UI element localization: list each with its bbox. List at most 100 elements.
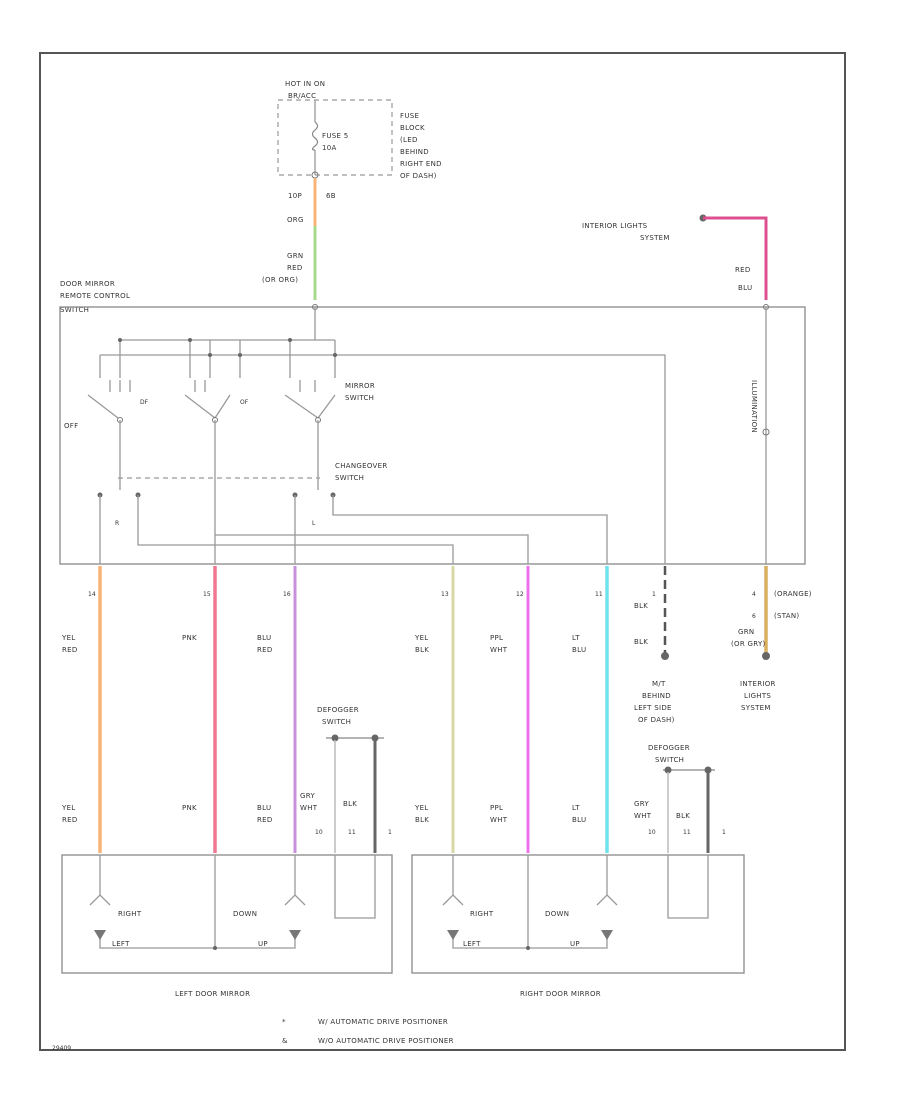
note-2-text: W/O AUTOMATIC DRIVE POSITIONER bbox=[318, 1037, 454, 1045]
wire-org-label: ORG bbox=[287, 216, 304, 224]
right-defog-blk: BLK bbox=[676, 812, 690, 820]
switch-title-3: SWITCH bbox=[60, 306, 89, 314]
ground-blk-2: BLK bbox=[634, 638, 648, 646]
right-defog-pin-11: 11 bbox=[683, 829, 691, 836]
contact-l: L bbox=[312, 520, 316, 527]
hot-in-label-1: HOT IN ON bbox=[285, 80, 325, 88]
route-12 bbox=[215, 534, 529, 564]
fuse-block: HOT IN ON BR/ACC FUSE 5 10A FUSE BLOCK (… bbox=[262, 80, 442, 300]
pin-13: 13 bbox=[441, 591, 449, 598]
wire-grn-label-1: GRN bbox=[287, 252, 303, 260]
ground-loc-3: LEFT SIDE bbox=[634, 704, 672, 712]
wire-label-12b: WHT bbox=[490, 646, 508, 654]
bus-node-6 bbox=[333, 353, 337, 357]
wire-label-16a: BLU bbox=[257, 634, 271, 642]
wire-label-11a: LT bbox=[572, 634, 580, 642]
interior-connector-icon bbox=[762, 652, 770, 660]
fuse-name: FUSE 5 bbox=[322, 132, 349, 140]
lever-outputs bbox=[119, 420, 319, 564]
right-mirror-motor-arrows bbox=[442, 894, 618, 906]
wire-label-13a: YEL bbox=[414, 634, 429, 642]
ground-loc-2: BEHIND bbox=[642, 692, 671, 700]
fuse-rating: 10A bbox=[322, 144, 337, 152]
interior-sys-2: LIGHTS bbox=[744, 692, 771, 700]
interior-sys-3: SYSTEM bbox=[741, 704, 771, 712]
left-door-mirror: RIGHT LEFT DOWN UP LEFT DOOR MIRROR bbox=[61, 854, 393, 998]
interior-label-3: GRN bbox=[738, 628, 754, 636]
left-mirror-down: DOWN bbox=[233, 910, 257, 918]
fuse-loc-3: (LED bbox=[400, 136, 418, 144]
red-blu-label-1: RED bbox=[735, 266, 751, 274]
fuse-pin-right: 6B bbox=[326, 192, 336, 200]
switch-title-1: DOOR MIRROR bbox=[60, 280, 115, 288]
pin-12: 12 bbox=[516, 591, 524, 598]
bus-node-2 bbox=[188, 338, 192, 342]
ground-blk-1: BLK bbox=[634, 602, 648, 610]
right-mirror-box bbox=[411, 854, 745, 974]
pin-16: 16 bbox=[283, 591, 291, 598]
pin-14: 14 bbox=[88, 591, 96, 598]
right-mirror-up: UP bbox=[570, 940, 580, 948]
illumination-label: ILLUMINATION bbox=[750, 380, 758, 433]
left-defogger-node-1 bbox=[331, 734, 339, 742]
left-mirror-right: RIGHT bbox=[118, 910, 142, 918]
left-defog-wht: WHT bbox=[300, 804, 318, 812]
right-defogger-label-2: SWITCH bbox=[655, 756, 684, 764]
wire-lower-16b: RED bbox=[257, 816, 273, 824]
illum-bulb bbox=[762, 428, 770, 436]
mirror-switch-label-1: MIRROR bbox=[345, 382, 375, 390]
route-14-16 bbox=[99, 495, 296, 564]
pos-label-2: OF bbox=[240, 399, 249, 406]
right-mirror-right: RIGHT bbox=[470, 910, 494, 918]
switch-title-2: REMOTE CONTROL bbox=[60, 292, 130, 300]
bus-node-5 bbox=[288, 338, 292, 342]
right-defogger-node-1 bbox=[664, 766, 672, 774]
pos-label-1: DF bbox=[140, 399, 149, 406]
wire-label-15a: PNK bbox=[182, 634, 197, 642]
wire-label-16b: RED bbox=[257, 646, 273, 654]
right-defogger-node-2 bbox=[704, 766, 712, 774]
left-mirror-motor-arrows bbox=[89, 894, 306, 906]
wire-red-blu bbox=[703, 216, 768, 300]
interior-label-2: (STAN) bbox=[774, 612, 799, 620]
left-defogger-node-2 bbox=[371, 734, 379, 742]
ground-circuit: 1 BLK BLK M/T BEHIND LEFT SIDE OF DASH) bbox=[634, 566, 674, 724]
fuse-loc-2: BLOCK bbox=[400, 124, 425, 132]
interior-lights-right: 4 6 (ORANGE) (STAN) GRN (OR GRY) INTERIO… bbox=[731, 566, 812, 712]
footer-code: 29409 bbox=[52, 1045, 71, 1052]
right-mirror-name: RIGHT DOOR MIRROR bbox=[520, 990, 601, 998]
hot-in-label-2: BR/ACC bbox=[288, 92, 316, 100]
pin-11: 11 bbox=[595, 591, 603, 598]
wire-lower-16a: BLU bbox=[257, 804, 271, 812]
left-defogger: DEFOGGER SWITCH GRY WHT BLK 10 11 1 bbox=[300, 706, 392, 853]
right-defog-wht: WHT bbox=[634, 812, 652, 820]
interior-sys-1: INTERIOR bbox=[740, 680, 776, 688]
fuse-loc-6: OF DASH) bbox=[400, 172, 437, 180]
changeover-arms bbox=[119, 470, 319, 490]
route-11 bbox=[332, 495, 608, 564]
fuse-loc-4: BEHIND bbox=[400, 148, 429, 156]
left-defog-gry: GRY bbox=[300, 792, 315, 800]
off-label: OFF bbox=[64, 422, 78, 430]
wire-lower-11b: BLU bbox=[572, 816, 586, 824]
right-door-mirror: RIGHT LEFT DOWN UP RIGHT DOOR MIRROR bbox=[411, 854, 745, 998]
bus-node-1 bbox=[118, 338, 122, 342]
red-blu-label-2: BLU bbox=[738, 284, 752, 292]
interior-lights-label-2: SYSTEM bbox=[640, 234, 670, 242]
footnotes: * W/ AUTOMATIC DRIVE POSITIONER & W/O AU… bbox=[52, 1018, 454, 1052]
mirror-switch-label-2: SWITCH bbox=[345, 394, 374, 402]
left-defog-pin-10: 10 bbox=[315, 829, 323, 836]
bus-node-4 bbox=[238, 353, 242, 357]
interior-lights-label-1: INTERIOR LIGHTS bbox=[582, 222, 648, 230]
wire-grn-label-3: (OR ORG) bbox=[262, 276, 298, 284]
right-defog-gry: GRY bbox=[634, 800, 649, 808]
changeover-label-2: SWITCH bbox=[335, 474, 364, 482]
wire-lower-14b: RED bbox=[62, 816, 78, 824]
wire-lower-13b: BLK bbox=[415, 816, 429, 824]
wire-label-12a: PPL bbox=[490, 634, 503, 642]
wire-lower-14a: YEL bbox=[61, 804, 76, 812]
interior-label-1: (ORANGE) bbox=[774, 590, 812, 598]
wire-grn-label-2: RED bbox=[287, 264, 303, 272]
left-defog-pin-11: 11 bbox=[348, 829, 356, 836]
left-mirror-left: LEFT bbox=[112, 940, 130, 948]
